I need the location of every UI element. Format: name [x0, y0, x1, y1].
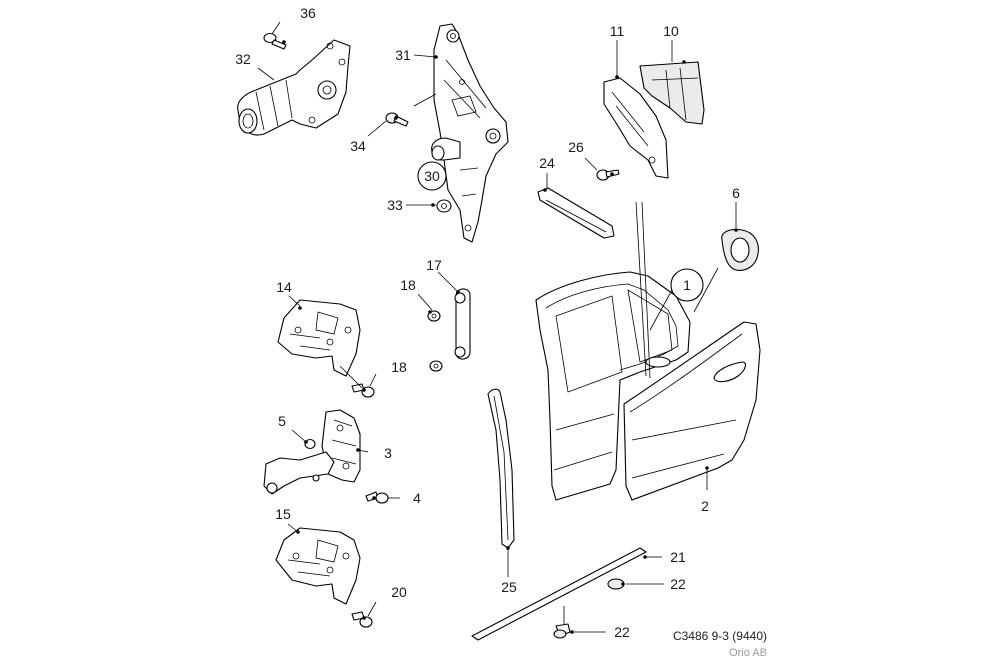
- part-number-14: 14: [276, 279, 292, 295]
- nut-part-33: [436, 199, 452, 213]
- part-number-11: 11: [610, 23, 625, 39]
- cover-part-11: [603, 77, 669, 179]
- part-number-15: 15: [275, 506, 291, 522]
- nut-part-17-lower: [429, 360, 443, 372]
- part-number-26: 26: [568, 139, 584, 155]
- part-number-33: 33: [387, 197, 403, 213]
- part-number-2: 2: [701, 498, 709, 514]
- part-number-30: 30: [424, 168, 440, 184]
- trim-strip-part-24: [537, 187, 615, 239]
- clip-part-22: [553, 623, 571, 639]
- part-number-32: 32: [235, 51, 251, 67]
- part-number-4: 4: [413, 490, 421, 506]
- part-number-3: 3: [384, 445, 392, 461]
- callout-circle-30: [417, 161, 447, 191]
- part-number-31: 31: [395, 47, 411, 63]
- window-motor-part-32: [237, 39, 351, 136]
- part-number-5: 5: [278, 413, 286, 429]
- hinge-part-15: [275, 527, 361, 605]
- part-number-10: 10: [663, 23, 679, 39]
- door-check-part-3: [263, 409, 361, 495]
- part-number-20: 21: [670, 549, 686, 565]
- bolt-part-4: [365, 491, 389, 504]
- screw-part-34: [385, 112, 409, 127]
- part-number-17: 18: [400, 277, 416, 293]
- window-regulator-part-31: [413, 23, 509, 243]
- copyright-label: Orio AB: [729, 647, 767, 659]
- leader-dots: [282, 40, 738, 634]
- screw-part-26: [596, 169, 620, 181]
- part-number-1: 1: [683, 277, 691, 293]
- part-number-21: 22: [670, 576, 686, 592]
- drawing-code: C3486 9-3 (9440): [673, 629, 767, 643]
- part-number-34: 34: [350, 138, 366, 154]
- grommet-part-6: [721, 228, 759, 271]
- sill-strip-part-20: [471, 547, 647, 641]
- screw-part-36: [263, 32, 287, 50]
- part-number-24: 24: [539, 155, 555, 171]
- part-number-18-lower: 20: [391, 584, 407, 600]
- cover-part-10: [639, 61, 705, 125]
- door-shell-part-1: [535, 201, 691, 501]
- part-number-25: 25: [501, 579, 517, 595]
- part-number-18-upper: 18: [391, 359, 407, 375]
- callout-circle-1: [670, 268, 704, 302]
- hinge-part-14: [277, 299, 361, 377]
- door-panel-part-2: [623, 321, 761, 501]
- nut-part-17-upper: [427, 310, 441, 322]
- part-number-6: 6: [732, 185, 740, 201]
- part-number-16: 17: [426, 257, 442, 273]
- check-strap-part-16: [454, 288, 471, 360]
- leader-lines: [257, 21, 737, 633]
- part-number-22: 22: [614, 624, 630, 640]
- door-seal-part-25: [487, 388, 515, 549]
- part-number-36: 36: [300, 5, 316, 21]
